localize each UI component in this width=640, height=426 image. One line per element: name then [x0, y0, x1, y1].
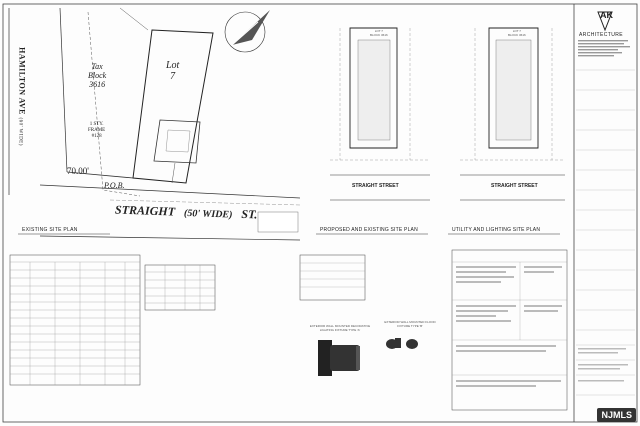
fixture-a-caption: EXTERIOR WALL MOUNTED DECORATIVE LIGHTIN… — [309, 324, 371, 332]
proposed-plan-title: PROPOSED AND EXISTING SITE PLAN — [320, 227, 418, 233]
house-label: 1 STY. FRAME #128 — [88, 122, 106, 139]
straight-st-suffix: ST. — [241, 206, 258, 222]
proposed-street-label: STRAIGHT STREET — [352, 183, 399, 189]
lot-label: Lot 7 — [166, 60, 180, 82]
firm-name: ARCHITECTURE — [579, 32, 623, 38]
utility-plan-title: UTILITY AND LIGHTING SITE PLAN — [452, 227, 541, 233]
njmls-text: NJMLS — [601, 410, 632, 420]
tax-block-label: Tax Block 3616 — [88, 62, 107, 89]
njmls-watermark: NJMLS — [597, 408, 636, 422]
pob-label: P.O.B. — [104, 181, 125, 190]
hamilton-ave-label: HAMILTON AVE (60' WIDE) — [18, 37, 27, 157]
utility-lot-tag: LOT 7 BLOCK 3616 — [508, 29, 526, 37]
straight-st-width: (50' WIDE) — [183, 207, 233, 221]
utility-street-label: STRAIGHT STREET — [491, 183, 538, 189]
hamilton-ave-name: HAMILTON AVE — [17, 47, 27, 115]
proposed-lot-tag: LOT 7 BLOCK 3616 — [370, 29, 388, 37]
existing-site-plan-title: EXISTING SITE PLAN — [22, 227, 78, 233]
firm-logo: AK — [600, 10, 613, 20]
hamilton-ave-width: (60' WIDE) — [17, 117, 23, 146]
straight-st-name: STRAIGHT — [114, 202, 176, 219]
fixture-b-caption: EXTERIOR WALL MOUNTED FLOOD FIXTURE TYPE… — [384, 320, 436, 328]
front-dimension: 70.00' — [67, 166, 89, 176]
